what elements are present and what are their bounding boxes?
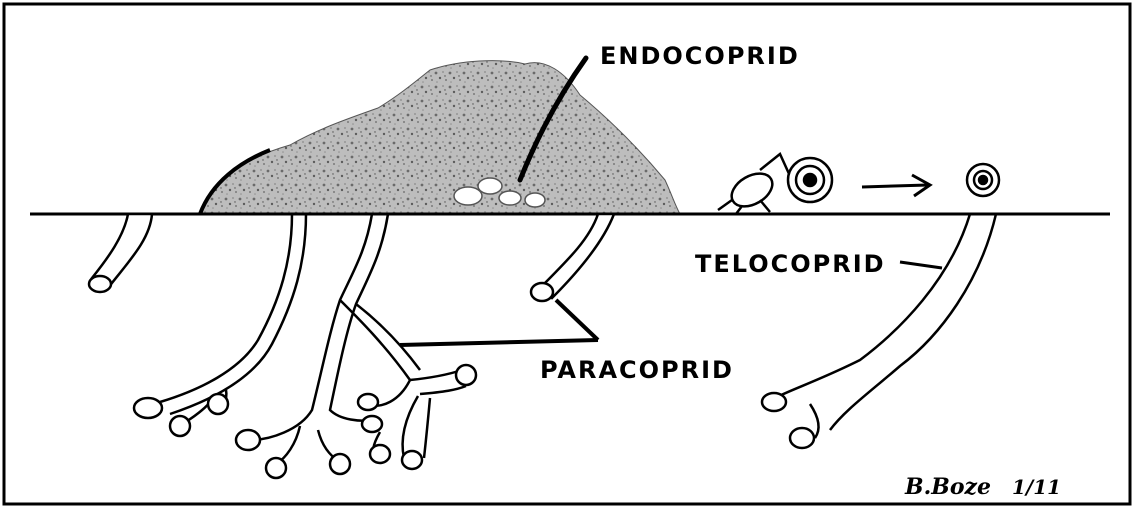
rolling-arrow [862,175,930,196]
signature-name: B.Boze [904,474,991,500]
paracoprid-pointer [400,300,598,345]
telocoprid-pointer [900,262,942,268]
dung-pat [200,61,680,214]
label-endocoprid: ENDOCOPRID [600,42,800,70]
paracoprid-egg-chambers-left [134,394,228,436]
left-burrow [89,214,152,292]
paracoprid-tunnel-left [160,214,306,425]
label-paracoprid: PARACOPRID [540,356,734,384]
paracoprid-tunnel-single [531,214,614,301]
beetle-with-dung-ball [718,154,832,214]
signature-date: 1/11 [1012,475,1061,499]
paracoprid-egg-chambers-middle [236,416,382,478]
telocoprid-tunnel [775,214,996,438]
dung-ball-buried [967,164,999,196]
label-telocoprid: TELOCOPRID [695,250,886,278]
telocoprid-egg-chambers [762,393,814,448]
